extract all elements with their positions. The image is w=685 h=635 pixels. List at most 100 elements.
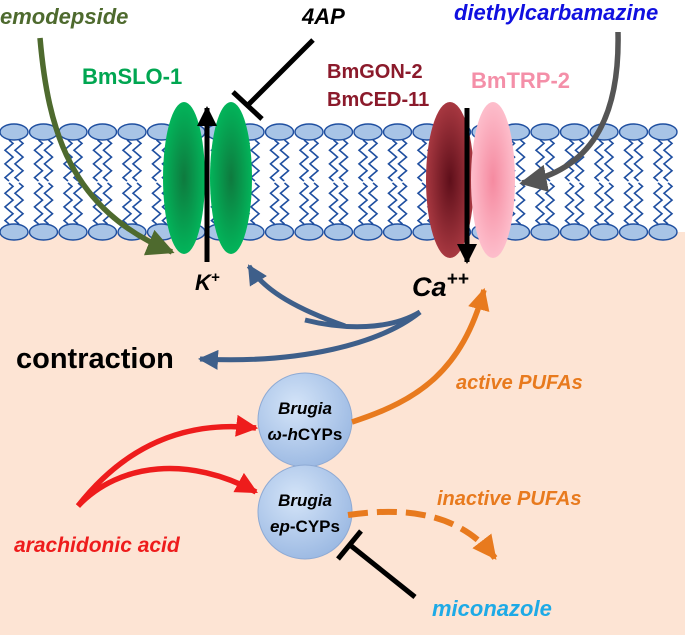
lipid-tail — [338, 182, 349, 225]
ca-to-k-arrow — [246, 264, 346, 329]
miconazole-inhibition-line — [348, 543, 417, 599]
lipid-tail — [534, 182, 546, 225]
lipid-head — [87, 223, 118, 241]
ca-to-contraction-arrow — [198, 310, 422, 370]
lipid-tail — [308, 182, 320, 225]
lipid-tail — [338, 139, 349, 182]
lipid-head — [648, 223, 678, 241]
miconazole-inhibition-bar — [336, 529, 363, 561]
lipid-head — [294, 223, 324, 241]
lipid-head — [264, 223, 295, 241]
4ap-label: 4AP — [301, 4, 345, 29]
lipid-tail — [269, 139, 280, 182]
lipid-tail — [397, 182, 408, 225]
lipid-head — [648, 123, 678, 141]
ep-enzyme-line2: ep-CYPs — [270, 517, 340, 536]
lipid-head — [323, 223, 354, 241]
lipid-tail — [387, 182, 398, 225]
lipid-tail — [652, 139, 664, 182]
lipid-tail — [633, 139, 644, 182]
lipid-tail — [308, 139, 320, 182]
lipid-tail — [328, 182, 339, 225]
lipid-head — [0, 223, 29, 241]
lipid-tail — [102, 182, 113, 225]
lipid-tail — [62, 182, 74, 225]
bmtrp2-label: BmTRP-2 — [471, 68, 570, 93]
k-ion-label: K+ — [195, 269, 220, 295]
lipid-tail — [574, 139, 585, 182]
lipid-head — [559, 123, 590, 141]
lipid-tail — [357, 139, 369, 182]
lipid-tail — [298, 182, 310, 225]
lipid-tail — [544, 182, 556, 225]
lipid-head — [0, 123, 29, 141]
lipid-tail — [603, 139, 615, 182]
lipid-tail — [367, 139, 379, 182]
arachidonic-acid-label: arachidonic acid — [14, 534, 181, 557]
ca-ion-label: Ca++ — [412, 269, 469, 302]
lipid-tail — [564, 182, 575, 225]
active-pufas-arrow — [351, 287, 490, 425]
lipid-tail — [33, 182, 44, 225]
bmgon2-label: BmGON-2 — [327, 61, 423, 83]
lipid-bilayer — [0, 123, 678, 241]
lipid-head — [294, 123, 324, 141]
bmgon2-bmced11-channel — [426, 102, 474, 258]
lipid-head — [87, 123, 118, 141]
miconazole-label: miconazole — [432, 596, 552, 621]
lipid-head — [28, 223, 59, 241]
lipid-tail — [151, 182, 162, 225]
lipid-tail — [593, 139, 605, 182]
lipid-head — [264, 123, 295, 141]
lipid-head — [382, 123, 413, 141]
lipid-tail — [43, 139, 54, 182]
diethylcarbamazine-label: diethylcarbamazine — [454, 0, 658, 25]
lipid-tail — [662, 139, 674, 182]
lipid-tail — [279, 182, 290, 225]
emodepside-arrow — [37, 37, 175, 256]
lipid-head — [382, 223, 413, 241]
bmtrp2-channel — [471, 102, 515, 258]
aa-to-ep-arrow — [76, 465, 258, 508]
lipid-tail — [515, 139, 526, 182]
lipid-tail — [633, 182, 644, 225]
lipid-tail — [121, 139, 133, 182]
lipid-head — [530, 223, 560, 241]
lipid-tail — [603, 182, 615, 225]
lipid-tail — [367, 182, 379, 225]
lipid-head — [323, 123, 354, 141]
lipid-tail — [43, 182, 54, 225]
lipid-tail — [623, 139, 634, 182]
ep-cyps-circle — [257, 464, 353, 560]
lipid-tail — [72, 182, 84, 225]
active-pufas-label: active PUFAs — [456, 372, 583, 394]
lipid-tail — [269, 182, 280, 225]
diethylcarbamazine-arrow — [519, 31, 621, 192]
lipid-tail — [131, 139, 143, 182]
lipid-tail — [249, 182, 261, 225]
4ap-inhibition-line — [246, 38, 315, 107]
lipid-tail — [387, 139, 398, 182]
lipid-tail — [574, 182, 585, 225]
omega-hcyps-circle — [257, 372, 353, 468]
lipid-head — [618, 123, 649, 141]
omega-enzyme-line2: ω-hCYPs — [268, 425, 343, 444]
lipid-tail — [623, 182, 634, 225]
lipid-head — [117, 123, 147, 141]
bmslo1-channel-left — [163, 102, 205, 254]
lipid-head — [589, 223, 619, 241]
lipid-head — [559, 223, 590, 241]
lipid-tail — [328, 139, 339, 182]
lipid-tail — [515, 182, 526, 225]
lipid-tail — [397, 139, 408, 182]
ep-enzyme-line1: Brugia — [278, 491, 332, 510]
lipid-tail — [298, 139, 310, 182]
lipid-tail — [416, 182, 428, 225]
bmced11-label: BmCED-11 — [327, 89, 429, 111]
omega-enzyme-line1: Brugia — [278, 399, 332, 418]
lipid-head — [618, 223, 649, 241]
lipid-tail — [13, 139, 25, 182]
lipid-tail — [357, 182, 369, 225]
lipid-tail — [279, 139, 290, 182]
